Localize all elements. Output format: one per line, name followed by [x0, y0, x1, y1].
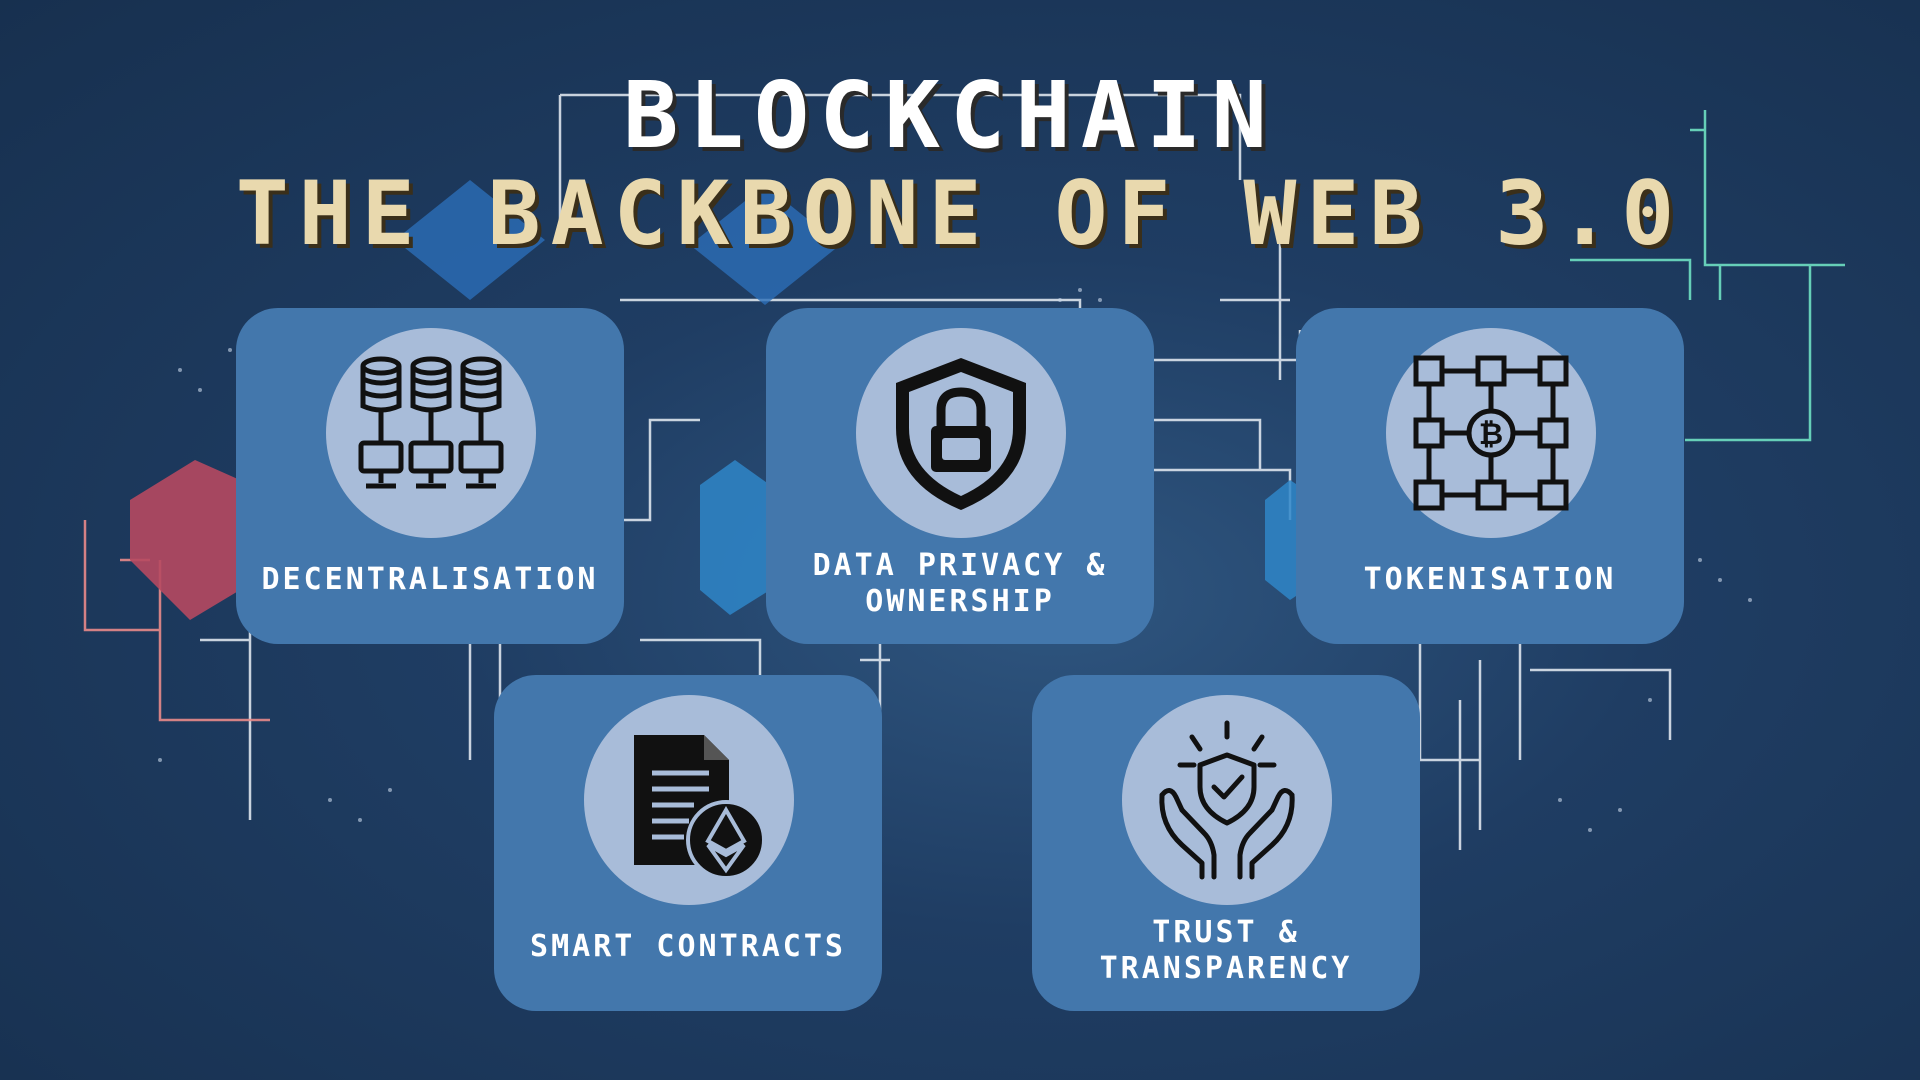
card-label: SMART CONTRACTS — [530, 929, 846, 964]
card-smart-contracts: SMART CONTRACTS — [494, 675, 882, 1011]
card-label: DECENTRALISATION — [261, 562, 599, 597]
card-label: TRUST & TRANSPARENCY — [1032, 915, 1420, 987]
card-label-line: TRANSPARENCY — [1099, 951, 1353, 986]
svg-text:₿: ₿ — [1479, 417, 1503, 452]
card-decentralisation: DECENTRALISATION — [236, 308, 624, 644]
card-label-line: DATA PRIVACY & — [812, 548, 1108, 583]
icon-circle — [584, 695, 794, 905]
icon-circle — [1122, 695, 1332, 905]
bitcoin-network-icon: ₿ — [1413, 355, 1569, 511]
icon-circle: ₿ — [1386, 328, 1596, 538]
card-label: TOKENISATION — [1363, 562, 1617, 597]
card-data-privacy: DATA PRIVACY & OWNERSHIP — [766, 308, 1154, 644]
card-label-line: OWNERSHIP — [865, 584, 1055, 619]
hands-shield-icon — [1159, 720, 1295, 880]
ethereum-contract-icon — [634, 735, 766, 880]
server-network-icon — [358, 356, 504, 489]
icon-circle — [326, 328, 536, 538]
icon-circle — [856, 328, 1066, 538]
card-tokenisation: ₿ TOKENISATION — [1296, 308, 1684, 644]
card-label-line: TRUST & — [1152, 915, 1300, 950]
card-trust-transparency: TRUST & TRANSPARENCY — [1032, 675, 1420, 1011]
card-label: DATA PRIVACY & OWNERSHIP — [766, 548, 1154, 620]
subtitle: THE BACKBONE OF WEB 3.0 — [235, 162, 1685, 265]
shield-lock-icon — [896, 358, 1026, 510]
main-title: BLOCKCHAIN — [623, 62, 1277, 169]
